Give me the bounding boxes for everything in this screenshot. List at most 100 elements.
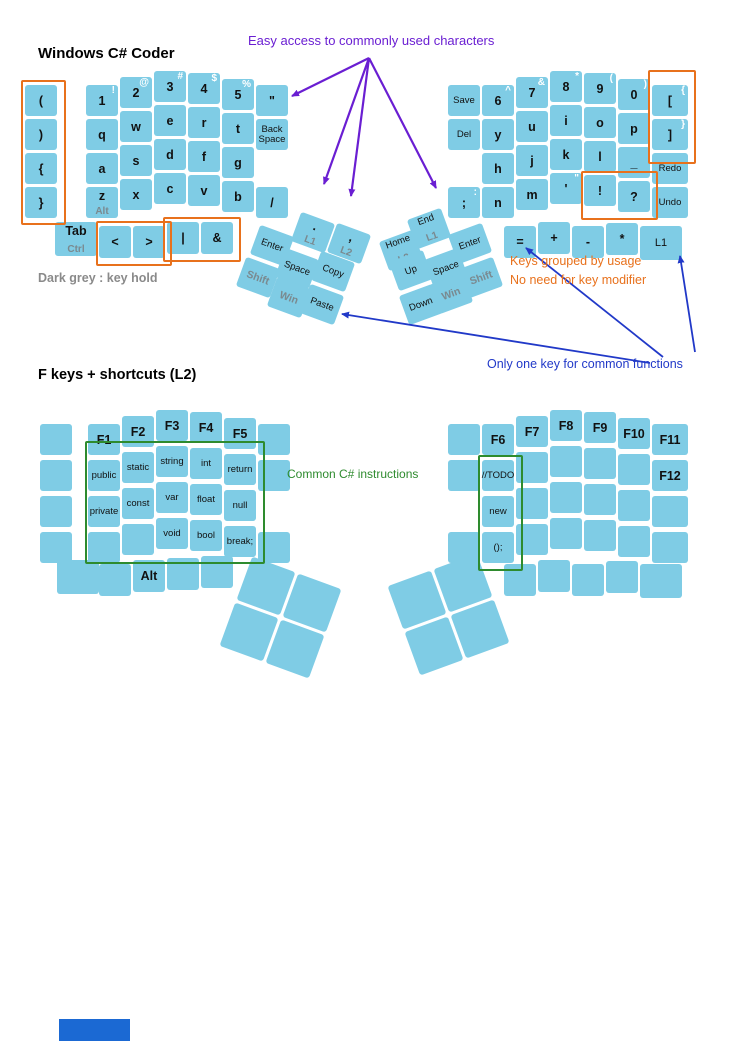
key-blank — [584, 520, 616, 551]
key-label: Win — [277, 288, 301, 307]
key-string: string — [156, 446, 188, 477]
key-label: F11 — [659, 432, 681, 447]
shift-symbol: # — [177, 71, 183, 82]
key-double-quote: " — [256, 85, 288, 116]
key-label: n — [494, 195, 502, 210]
key-label: L1 — [654, 237, 668, 249]
key-3: 3# — [154, 71, 186, 102]
shift-symbol: : — [473, 187, 477, 198]
key-label: Copy — [320, 262, 346, 281]
key-5: 5% — [222, 79, 254, 110]
key-label: F1 — [96, 432, 112, 447]
easy-access-note: Easy access to commonly used characters — [248, 33, 495, 48]
key-less-than: < — [99, 226, 131, 258]
key-blank — [550, 482, 582, 513]
key-blank — [538, 560, 570, 592]
key-blank — [448, 424, 480, 455]
key-r: r — [188, 107, 220, 138]
key-slash: / — [256, 187, 288, 218]
key-pipe: | — [167, 222, 199, 254]
key-label: x — [132, 187, 140, 202]
key-f7: F7 — [516, 416, 548, 447]
key-label: | — [181, 231, 185, 245]
key-e: e — [154, 105, 186, 136]
key-label: Back Space — [258, 123, 286, 145]
dark-grey-note: Dark grey : key hold — [38, 271, 158, 285]
key-x: x — [120, 179, 152, 210]
key-label: > — [145, 235, 153, 249]
layout-title-l2-layer: F keys + shortcuts (L2) — [38, 367, 197, 383]
key-label: q — [98, 127, 106, 142]
key-label: Alt — [140, 569, 158, 583]
key-label: F7 — [524, 424, 540, 439]
key-w: w — [120, 111, 152, 142]
key-label: ! — [597, 183, 603, 198]
hold-function-label: L1 — [424, 229, 440, 245]
key-label: F3 — [164, 418, 180, 433]
key-label: e — [166, 113, 174, 128]
key-f5: F5 — [224, 418, 256, 449]
key-blank — [516, 452, 548, 483]
key-label: 4 — [200, 81, 208, 96]
key-v: v — [188, 175, 220, 206]
footer-bar — [59, 1019, 130, 1041]
shift-symbol: } — [681, 119, 685, 130]
key-underscore: _ — [618, 147, 650, 178]
hold-function-label: Alt — [95, 206, 109, 217]
key-paren-close: ) — [25, 119, 57, 150]
shift-symbol: { — [681, 85, 685, 96]
key-label: Del — [456, 128, 472, 140]
key-label: Win — [439, 284, 463, 303]
key-asterisk: * — [606, 223, 638, 255]
key-label: 3 — [166, 79, 174, 94]
key-label: w — [131, 119, 141, 134]
key-label: i — [564, 113, 568, 128]
key-label: string — [160, 455, 184, 467]
key-undo: Undo — [652, 187, 688, 218]
key-d: d — [154, 139, 186, 170]
hold-function-label: L1 — [302, 233, 318, 249]
key-label: 8 — [562, 79, 570, 94]
key-blank — [201, 556, 233, 588]
key-label: ( — [38, 93, 44, 108]
key-static: static — [122, 452, 154, 483]
key-f9: F9 — [584, 412, 616, 443]
key-label: j — [530, 153, 534, 168]
key-parens-semicolon: (); — [482, 532, 514, 563]
key-label: h — [494, 161, 502, 176]
key-label: t — [235, 121, 241, 136]
key-label: / — [270, 195, 274, 210]
key-label: , — [347, 230, 356, 245]
key-label: a — [98, 161, 106, 176]
key-f4: F4 — [190, 412, 222, 443]
key-blank — [606, 561, 638, 593]
arrow-purple-1 — [291, 57, 370, 97]
csharp-note: Common C# instructions — [287, 467, 419, 481]
key-f12: F12 — [652, 460, 688, 491]
arrow-purple-4 — [368, 57, 437, 189]
key-label: 1 — [98, 93, 106, 108]
key-int: int — [190, 448, 222, 479]
key-6: 6^ — [482, 85, 514, 116]
key-blank — [57, 560, 99, 594]
key-f6: F6 — [482, 424, 514, 455]
key-label: public — [91, 469, 117, 481]
key-g: g — [222, 147, 254, 178]
shift-symbol: ! — [111, 85, 115, 96]
key-save: Save — [448, 85, 480, 116]
key-label: Undo — [658, 196, 682, 208]
key-float: float — [190, 484, 222, 515]
key-blank — [640, 564, 682, 598]
shift-symbol: & — [537, 77, 545, 88]
key-blank — [258, 532, 290, 563]
key-label: 6 — [494, 93, 502, 108]
key-brace-open: { — [25, 153, 57, 184]
key-label: ; — [461, 195, 467, 210]
key-label: ] — [667, 127, 673, 142]
key-label: F6 — [490, 432, 506, 447]
key-blank — [572, 564, 604, 596]
key-label: private — [89, 505, 119, 517]
key-label: static — [126, 461, 150, 473]
key-7: 7& — [516, 77, 548, 108]
